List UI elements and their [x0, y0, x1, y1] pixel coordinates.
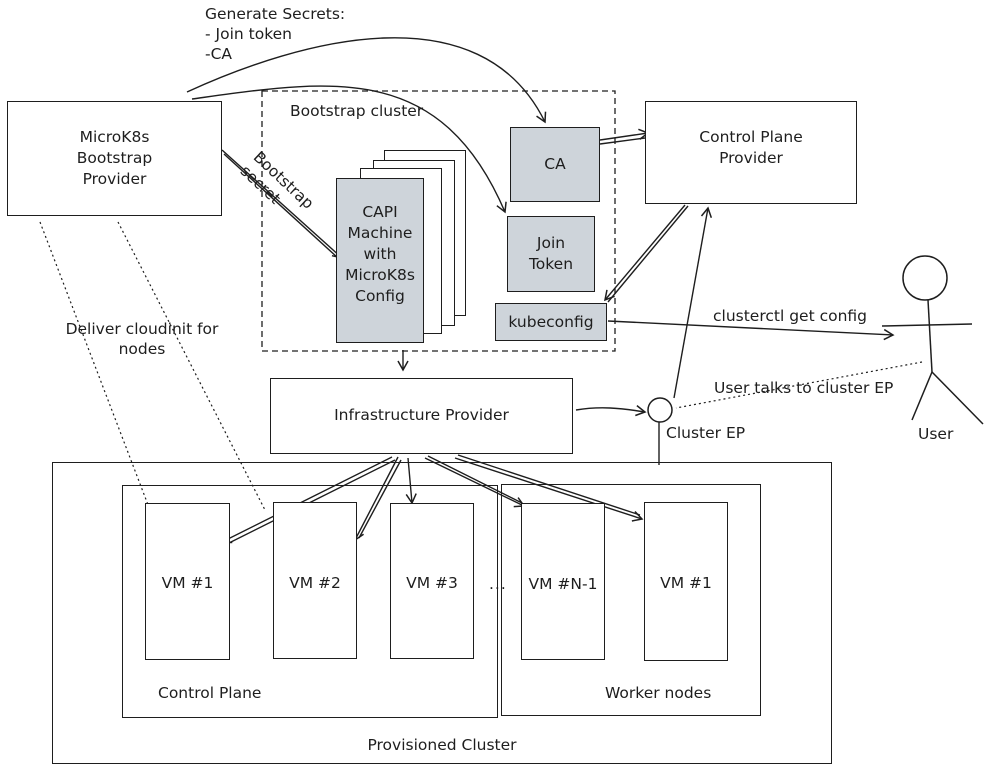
- vm-label-2: VM #2: [289, 574, 341, 592]
- infrastructure-provider-label: Infrastructure Provider: [334, 406, 509, 424]
- arrow-kubeconfig-to-user: [607, 320, 895, 341]
- vm-label-n-1: VM #N-1: [528, 575, 598, 593]
- control-plane-group-label: Control Plane: [158, 684, 262, 702]
- user-talks-note: User talks to cluster EP: [714, 379, 894, 397]
- generate-secrets-note: Generate Secrets: - Join token -CA: [205, 5, 346, 63]
- provisioned-cluster-label: Provisioned Cluster: [367, 736, 517, 754]
- kubeconfig-box: [495, 303, 607, 341]
- arrow-ep-to-control-plane: [673, 206, 713, 399]
- kubeconfig-label: kubeconfig: [508, 313, 594, 331]
- capi-machine-label: CAPI Machine with MicroK8s Config: [345, 203, 415, 305]
- bootstrap-provider-label: MicroK8s Bootstrap Provider: [76, 128, 153, 188]
- vm-ellipsis: ...: [489, 575, 507, 593]
- dotted-user-to-ep: [675, 361, 923, 409]
- user-figure: [881, 255, 984, 425]
- cluster-ep-label: Cluster EP: [666, 424, 746, 442]
- control-plane-provider-label: Control Plane Provider: [699, 128, 803, 167]
- vm-label-1: VM #1: [161, 574, 214, 592]
- infrastructure-provider-box: [270, 378, 573, 454]
- vm-box-n-1: [521, 503, 605, 660]
- clusterctl-note: clusterctl get config: [713, 307, 868, 325]
- provisioned-cluster-box: [52, 462, 832, 764]
- join-token-label: Join Token: [528, 234, 574, 273]
- worker-nodes-group-label: Worker nodes: [605, 684, 712, 702]
- capi-machine-box: [336, 178, 424, 343]
- bootstrap-provider-box: [7, 101, 222, 216]
- control-plane-provider-box: [645, 101, 857, 204]
- cluster-ep-circle: [647, 397, 673, 423]
- arrow-control-plane-to-kubeconfig: [604, 204, 686, 302]
- worker-vm-box-1: [644, 502, 728, 661]
- arrow-secrets-to-ca: [186, 37, 547, 124]
- arrow-infra-to-vm1: [220, 456, 393, 544]
- arrow-infra-to-vm2: [353, 456, 399, 542]
- vm-box-3: [390, 503, 474, 659]
- user-label: User: [918, 425, 954, 443]
- dotted-cloudinit-2: [117, 221, 266, 511]
- worker-nodes-group-box: [501, 484, 761, 716]
- bootstrap-cluster-frame: [261, 90, 616, 352]
- vm-box-1: [145, 503, 230, 660]
- ca-label: CA: [544, 155, 566, 173]
- arrow-infra-to-vmn1: [424, 457, 526, 508]
- worker-vm-label-1: VM #1: [660, 574, 712, 592]
- arrow-infra-to-worker-vm1: [454, 457, 644, 522]
- control-plane-group-box: [122, 485, 498, 718]
- vm-box-2: [273, 502, 357, 659]
- arrow-infra-to-ep: [575, 405, 647, 417]
- deliver-cloudinit-note: Deliver cloudinit for nodes: [65, 320, 219, 358]
- arrow-infra-to-vm3: [405, 457, 417, 505]
- vm-label-3: VM #3: [406, 574, 458, 592]
- bootstrap-cluster-label: Bootstrap cluster: [290, 102, 424, 120]
- arrow-bootstrap-secret: [221, 149, 344, 260]
- join-token-box: [507, 216, 595, 292]
- ca-box: [510, 127, 600, 202]
- arrow-ca-to-control-plane: [599, 128, 650, 141]
